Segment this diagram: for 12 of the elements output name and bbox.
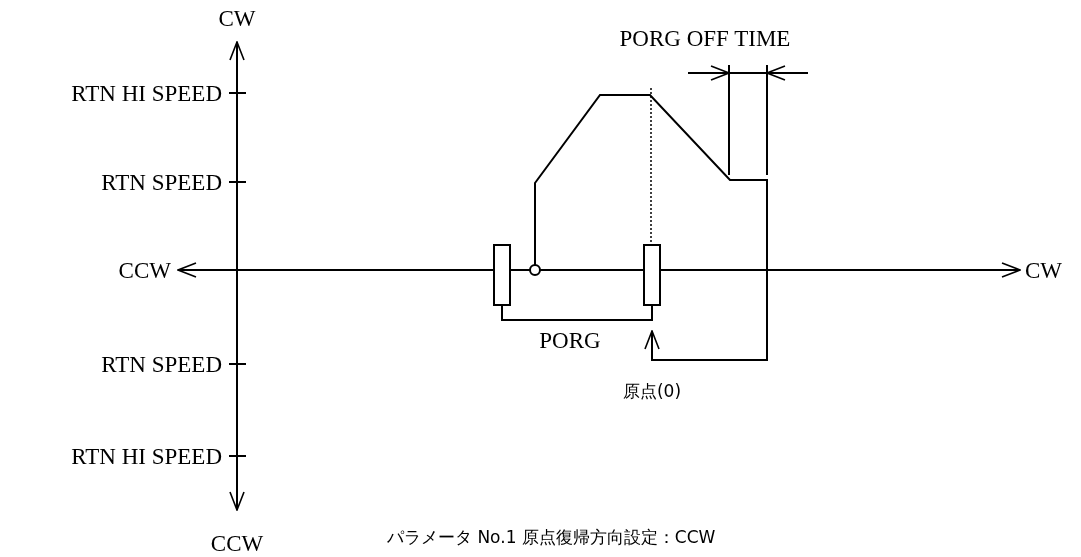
speed-label: RTN SPEED xyxy=(101,352,222,376)
origin-label: 原点(0) xyxy=(622,382,682,400)
axis-label: CW xyxy=(1025,258,1063,282)
caption: パラメータ No.1 原点復帰方向設定：CCW xyxy=(387,528,716,546)
signal-label: PORG xyxy=(539,328,601,352)
axis-label: CW xyxy=(218,6,256,30)
dimension-label: PORG OFF TIME xyxy=(619,26,791,50)
axis-label: CCW xyxy=(118,258,171,282)
speed-label: RTN HI SPEED xyxy=(71,81,222,105)
axis-label: CCW xyxy=(210,531,264,555)
speed-label: RTN SPEED xyxy=(101,170,222,194)
speed-label: RTN HI SPEED xyxy=(71,444,222,468)
